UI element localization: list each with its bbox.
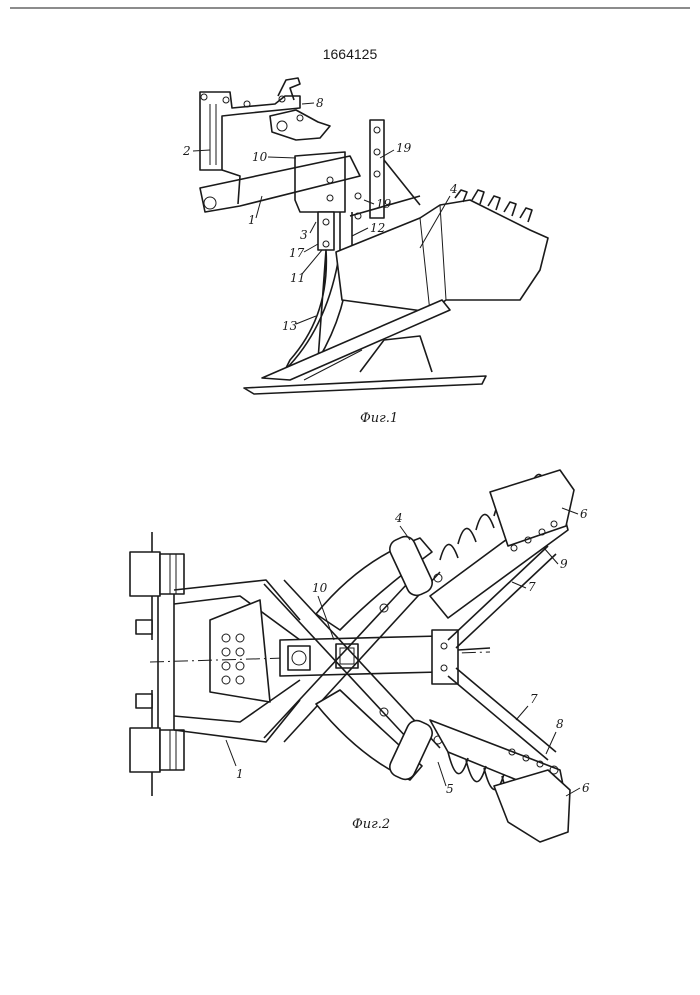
beam-hinge bbox=[221, 169, 241, 205]
figure-1-drawing: 8 2 10 1 19 19 4 3 17 11 12 13 Фиг.1 bbox=[182, 77, 549, 426]
figure-1-caption: Фиг.1 bbox=[360, 411, 398, 426]
main-beam bbox=[199, 155, 361, 213]
base-skid bbox=[243, 375, 487, 395]
figure-2-drawing: 4 6 9 10 7 7 8 1 5 6 Фиг.2 bbox=[129, 469, 590, 843]
callout-label: 2 bbox=[182, 144, 191, 158]
link-plate bbox=[317, 211, 335, 251]
callout-label: 4 bbox=[394, 511, 403, 525]
blade-post-upper bbox=[389, 535, 433, 597]
callout-label: 12 bbox=[370, 221, 385, 235]
cutting-knife bbox=[261, 299, 451, 381]
callout-label: 17 bbox=[289, 246, 305, 260]
center-plate bbox=[209, 599, 271, 703]
figure-2-caption: Фиг.2 bbox=[352, 817, 390, 832]
callout-label: 4 bbox=[449, 182, 458, 196]
callout-label: 5 bbox=[446, 782, 454, 796]
bottom-wheel-mount bbox=[129, 727, 161, 773]
callout-label: 11 bbox=[290, 271, 305, 285]
callout-label: 7 bbox=[528, 580, 536, 594]
callout-label: 1 bbox=[236, 767, 244, 781]
adjust-lever bbox=[277, 77, 301, 101]
callout-label: 1 bbox=[248, 213, 256, 227]
top-wheel-mount bbox=[129, 551, 161, 597]
callout-label: 6 bbox=[582, 781, 590, 795]
blade-post-lower bbox=[389, 719, 433, 781]
callout-label: 9 bbox=[560, 557, 568, 571]
side-blade bbox=[335, 199, 549, 313]
lower-disc-cover bbox=[493, 769, 571, 843]
callout-label: 6 bbox=[580, 507, 588, 521]
front-hitch-block bbox=[431, 629, 459, 685]
callout-label: 10 bbox=[312, 581, 328, 595]
vertical-post bbox=[369, 119, 385, 219]
callout-label: 8 bbox=[316, 96, 324, 110]
callout-label: 8 bbox=[556, 717, 564, 731]
callout-label: 19 bbox=[396, 141, 412, 155]
patent-number: 1664125 bbox=[322, 46, 378, 62]
callout-label: 10 bbox=[252, 150, 268, 164]
callout-label: 7 bbox=[530, 692, 538, 706]
callout-label: 19 bbox=[376, 197, 392, 211]
bracket-frame bbox=[199, 91, 301, 171]
frame-arm-top bbox=[173, 579, 301, 621]
frame-arm-bottom bbox=[173, 699, 301, 743]
callout-label: 3 bbox=[300, 228, 308, 242]
clamp-block bbox=[269, 109, 331, 141]
skid-stand bbox=[359, 335, 433, 373]
callout-label: 13 bbox=[282, 319, 298, 333]
